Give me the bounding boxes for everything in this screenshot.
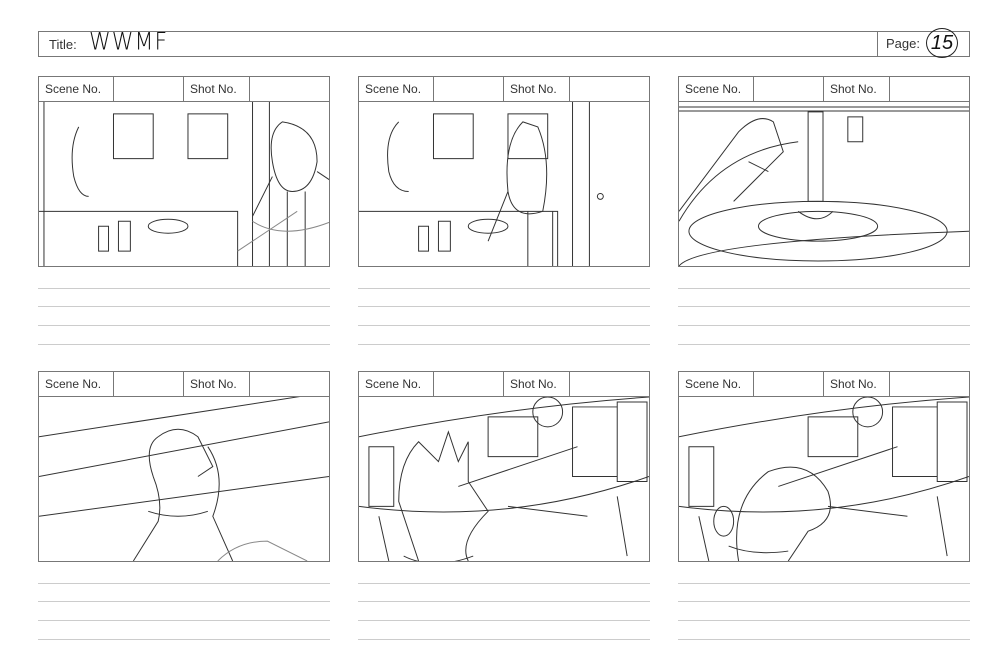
page-label: Page: [886, 36, 920, 51]
notes-line[interactable] [38, 288, 330, 289]
shot-number-field[interactable] [250, 372, 329, 396]
notes-line[interactable] [358, 306, 650, 307]
panel-sketch [358, 397, 650, 562]
scene-number-field[interactable] [754, 372, 824, 396]
panel-header: Scene No. Shot No. [358, 371, 650, 397]
shot-number-field[interactable] [250, 77, 329, 101]
notes-line[interactable] [38, 583, 330, 584]
shot-label: Shot No. [824, 372, 890, 396]
notes-line[interactable] [358, 325, 650, 326]
shot-number-field[interactable] [570, 372, 649, 396]
panel-header: Scene No. Shot No. [678, 371, 970, 397]
storyboard-panel: Scene No. Shot No. [358, 371, 650, 640]
notes-line[interactable] [38, 344, 330, 345]
sketch-drawing [39, 102, 329, 266]
panel-header: Scene No. Shot No. [38, 76, 330, 102]
scene-label: Scene No. [359, 77, 434, 101]
scene-label: Scene No. [359, 372, 434, 396]
storyboard-panel: Scene No. Shot No. [38, 76, 330, 345]
shot-number-field[interactable] [890, 372, 969, 396]
notes-line[interactable] [38, 325, 330, 326]
scene-number-field[interactable] [754, 77, 824, 101]
notes-line[interactable] [38, 601, 330, 602]
sketch-drawing [359, 102, 604, 266]
notes-line[interactable] [678, 639, 970, 640]
notes-line[interactable] [358, 620, 650, 621]
notes-line[interactable] [678, 620, 970, 621]
notes-line[interactable] [358, 601, 650, 602]
notes-line[interactable] [358, 344, 650, 345]
shot-number-field[interactable] [570, 77, 649, 101]
scene-number-field[interactable] [114, 372, 184, 396]
sketch-drawing [679, 106, 969, 266]
panel-header: Scene No. Shot No. [358, 76, 650, 102]
panel-sketch [678, 102, 970, 267]
storyboard-panel: Scene No. Shot No. [38, 371, 330, 640]
scene-number-field[interactable] [434, 77, 504, 101]
page-field: Page: 15 [877, 28, 972, 58]
shot-label: Shot No. [504, 77, 570, 101]
notes-line[interactable] [358, 288, 650, 289]
shot-number-field[interactable] [890, 77, 969, 101]
title-value: WWMF [89, 28, 169, 57]
notes-line[interactable] [38, 639, 330, 640]
notes-line[interactable] [358, 583, 650, 584]
title-label: Title: [49, 37, 77, 52]
panel-header: Scene No. Shot No. [38, 371, 330, 397]
notes-line[interactable] [678, 306, 970, 307]
panel-sketch [38, 397, 330, 562]
panel-sketch [678, 397, 970, 562]
panel-header: Scene No. Shot No. [678, 76, 970, 102]
notes-line[interactable] [678, 325, 970, 326]
notes-line[interactable] [678, 583, 970, 584]
sketch-drawing [39, 397, 329, 561]
notes-line[interactable] [678, 344, 970, 345]
notes-line[interactable] [38, 306, 330, 307]
title-field: Title: WWMF Page: 15 [38, 28, 972, 58]
shot-label: Shot No. [184, 77, 250, 101]
notes-line[interactable] [358, 639, 650, 640]
storyboard-panel: Scene No. Shot No. [678, 76, 970, 345]
scene-number-field[interactable] [434, 372, 504, 396]
panel-sketch [38, 102, 330, 267]
page-number: 15 [926, 28, 958, 58]
notes-line[interactable] [678, 288, 970, 289]
scene-label: Scene No. [679, 77, 754, 101]
panel-sketch [358, 102, 650, 267]
sketch-drawing [359, 397, 649, 561]
notes-line[interactable] [38, 620, 330, 621]
sketch-drawing [679, 397, 969, 561]
storyboard-panel: Scene No. Shot No. [678, 371, 970, 640]
scene-label: Scene No. [679, 372, 754, 396]
shot-label: Shot No. [824, 77, 890, 101]
storyboard-panel: Scene No. Shot No. [358, 76, 650, 345]
scene-label: Scene No. [39, 77, 114, 101]
shot-label: Shot No. [184, 372, 250, 396]
scene-label: Scene No. [39, 372, 114, 396]
shot-label: Shot No. [504, 372, 570, 396]
scene-number-field[interactable] [114, 77, 184, 101]
notes-line[interactable] [678, 601, 970, 602]
